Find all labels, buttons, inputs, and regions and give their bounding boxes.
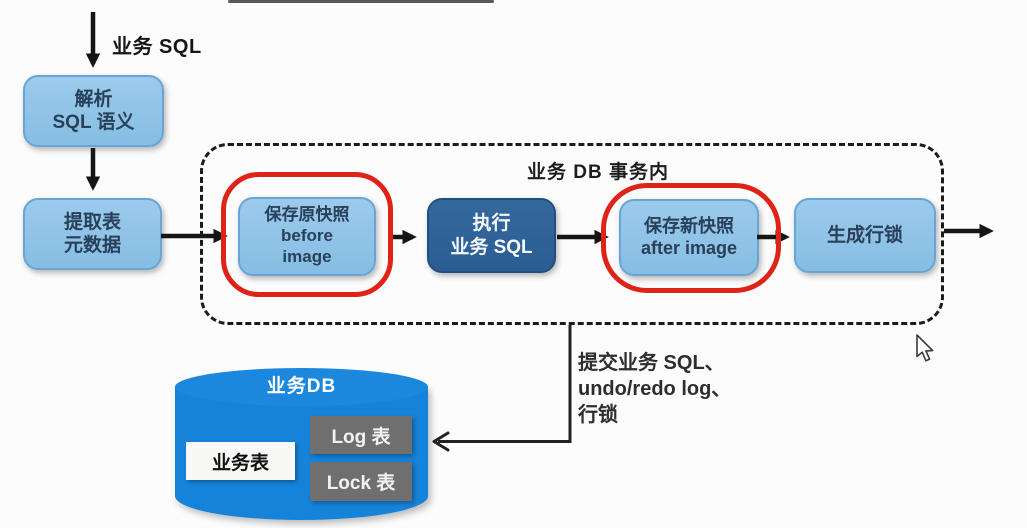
node-parse-line1: 解析 [74,88,113,110]
lock-table-box: Lock 表 [310,462,412,501]
node-generate-rowlock: 生成行锁 [794,198,936,273]
mouse-cursor-icon [916,334,934,362]
lock-table-label: Lock 表 [326,473,396,494]
node-after-image: 保存新快照 after image [619,199,759,276]
top-edge-artifact [228,0,494,3]
business-table-label: 业务表 [211,452,269,474]
node-after-line1: 保存新快照 [644,215,734,236]
input-sql-label: 业务 SQL [112,36,202,58]
node-before-image: 保存原快照 before image [238,197,376,276]
node-rowlock-label: 生成行锁 [826,224,903,246]
node-before-line3: image [282,246,332,266]
transaction-title: 业务 DB 事务内 [526,162,669,183]
log-table-label: Log 表 [331,426,391,448]
node-before-line1: 保存原快照 [264,205,350,225]
database-cylinder-top [175,368,428,406]
commit-note-line1: 提交业务 SQL、 [578,352,725,374]
commit-note: 提交业务 SQL、 undo/redo log、 行锁 [578,350,731,428]
node-extract-metadata: 提取表 元数据 [23,198,162,270]
node-before-line2: before [281,226,333,246]
log-table-box: Log 表 [310,416,412,454]
node-extract-line2: 元数据 [63,235,121,256]
commit-note-line3: 行锁 [578,404,618,426]
node-after-line2: after image [640,237,738,258]
database-title: 业务DB [266,376,337,397]
node-exec-line1: 执行 [472,213,511,235]
business-table-box: 业务表 [186,442,295,480]
node-exec-line2: 业务 SQL [450,236,533,258]
commit-note-line2: undo/redo log、 [578,378,732,400]
node-parse-sql: 解析 SQL 语义 [23,75,164,147]
arrowhead-commit-to-db [432,431,450,452]
connector-commit-to-db [438,325,572,443]
node-extract-line1: 提取表 [63,211,121,233]
node-parse-line2: SQL 语义 [52,112,135,133]
node-execute-sql: 执行 业务 SQL [427,198,556,273]
